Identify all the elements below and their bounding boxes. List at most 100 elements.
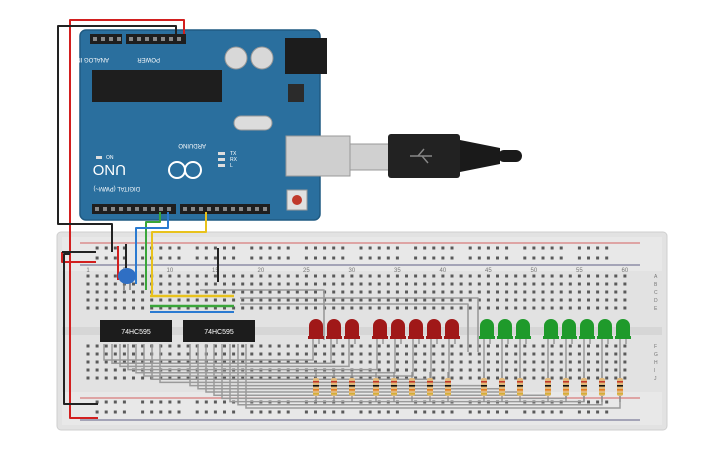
- hole: [405, 274, 408, 278]
- rail-hole: [605, 400, 609, 404]
- hole: [477, 298, 481, 302]
- hole: [505, 290, 509, 294]
- hole: [304, 306, 308, 310]
- rail-hole: [259, 246, 263, 250]
- hole: [386, 282, 390, 286]
- rail-hole: [213, 400, 217, 404]
- rail-hole: [450, 410, 454, 414]
- hole: [386, 306, 390, 310]
- hole: [132, 282, 135, 286]
- hole: [577, 376, 581, 380]
- wire-gray-output: [119, 344, 350, 368]
- hole: [177, 352, 181, 356]
- hole: [441, 368, 445, 372]
- hole: [577, 298, 581, 302]
- hole: [559, 282, 563, 286]
- hole: [86, 376, 90, 380]
- hole: [377, 368, 381, 372]
- hole: [104, 368, 108, 372]
- hole: [514, 368, 518, 372]
- hole: [559, 306, 563, 310]
- hole: [441, 352, 445, 356]
- resistor: [499, 372, 505, 402]
- hole: [113, 368, 117, 372]
- header-pin: [161, 37, 165, 41]
- resistor: [617, 372, 623, 402]
- hole: [295, 376, 299, 380]
- hole: [496, 274, 499, 278]
- row-letter: C: [654, 290, 658, 296]
- hole: [523, 290, 527, 294]
- header-pin: [137, 37, 141, 41]
- hole: [623, 344, 627, 348]
- hole: [104, 298, 108, 302]
- hole: [614, 360, 618, 364]
- hole: [159, 298, 163, 302]
- led-green: [515, 319, 531, 344]
- resistor: [563, 372, 569, 402]
- hole: [277, 344, 281, 348]
- hole: [459, 290, 463, 294]
- rail-hole: [314, 410, 317, 414]
- hole: [423, 360, 427, 364]
- wire-black-gnd: [57, 25, 177, 252]
- hole: [95, 352, 99, 356]
- hole: [113, 274, 117, 278]
- rail-hole: [122, 400, 126, 404]
- rail-hole: [177, 400, 181, 404]
- hole: [395, 282, 399, 286]
- digital-label: DIGITAL (PWM~): [93, 185, 140, 191]
- hole: [414, 344, 418, 348]
- hole: [213, 352, 217, 356]
- hole: [386, 360, 390, 364]
- arduino-logo-icon: [168, 161, 202, 179]
- hole: [341, 282, 345, 286]
- rail-hole: [386, 410, 390, 414]
- led-green: [615, 319, 631, 344]
- column-number: 20: [258, 268, 265, 274]
- rail-hole: [486, 246, 490, 250]
- header-pin: [247, 207, 251, 211]
- hole: [304, 298, 308, 302]
- hole: [259, 290, 263, 294]
- hole: [332, 290, 336, 294]
- hole: [132, 306, 135, 310]
- rail-hole: [213, 410, 217, 414]
- rail-hole: [386, 256, 390, 260]
- hole: [350, 352, 354, 356]
- hole: [405, 352, 408, 356]
- row-letter: J: [654, 376, 657, 382]
- hole: [496, 282, 499, 286]
- rail-hole: [496, 256, 499, 260]
- hole: [596, 352, 600, 356]
- rail-hole: [605, 246, 609, 250]
- hole: [332, 344, 336, 348]
- rail-hole: [204, 410, 208, 414]
- resistor: [391, 372, 397, 402]
- hole: [432, 306, 436, 310]
- hole: [195, 306, 199, 310]
- hole: [113, 376, 117, 380]
- hole: [477, 290, 481, 294]
- hole: [277, 376, 281, 380]
- hole: [295, 274, 299, 278]
- hole: [195, 274, 199, 278]
- hole: [268, 360, 272, 364]
- hole: [605, 376, 609, 380]
- hole: [505, 306, 509, 310]
- wire-red-vcc: [61, 252, 96, 263]
- hole: [377, 306, 381, 310]
- rail-hole: [195, 410, 199, 414]
- hole: [286, 306, 290, 310]
- hole: [596, 298, 600, 302]
- hole: [423, 298, 427, 302]
- hole: [268, 282, 272, 286]
- rail-hole: [250, 246, 254, 250]
- rail-hole: [505, 246, 509, 250]
- hole: [441, 360, 445, 364]
- header-pin: [199, 207, 203, 211]
- hole: [141, 290, 145, 294]
- hole: [368, 376, 372, 380]
- hole: [295, 282, 299, 286]
- hole: [386, 290, 390, 294]
